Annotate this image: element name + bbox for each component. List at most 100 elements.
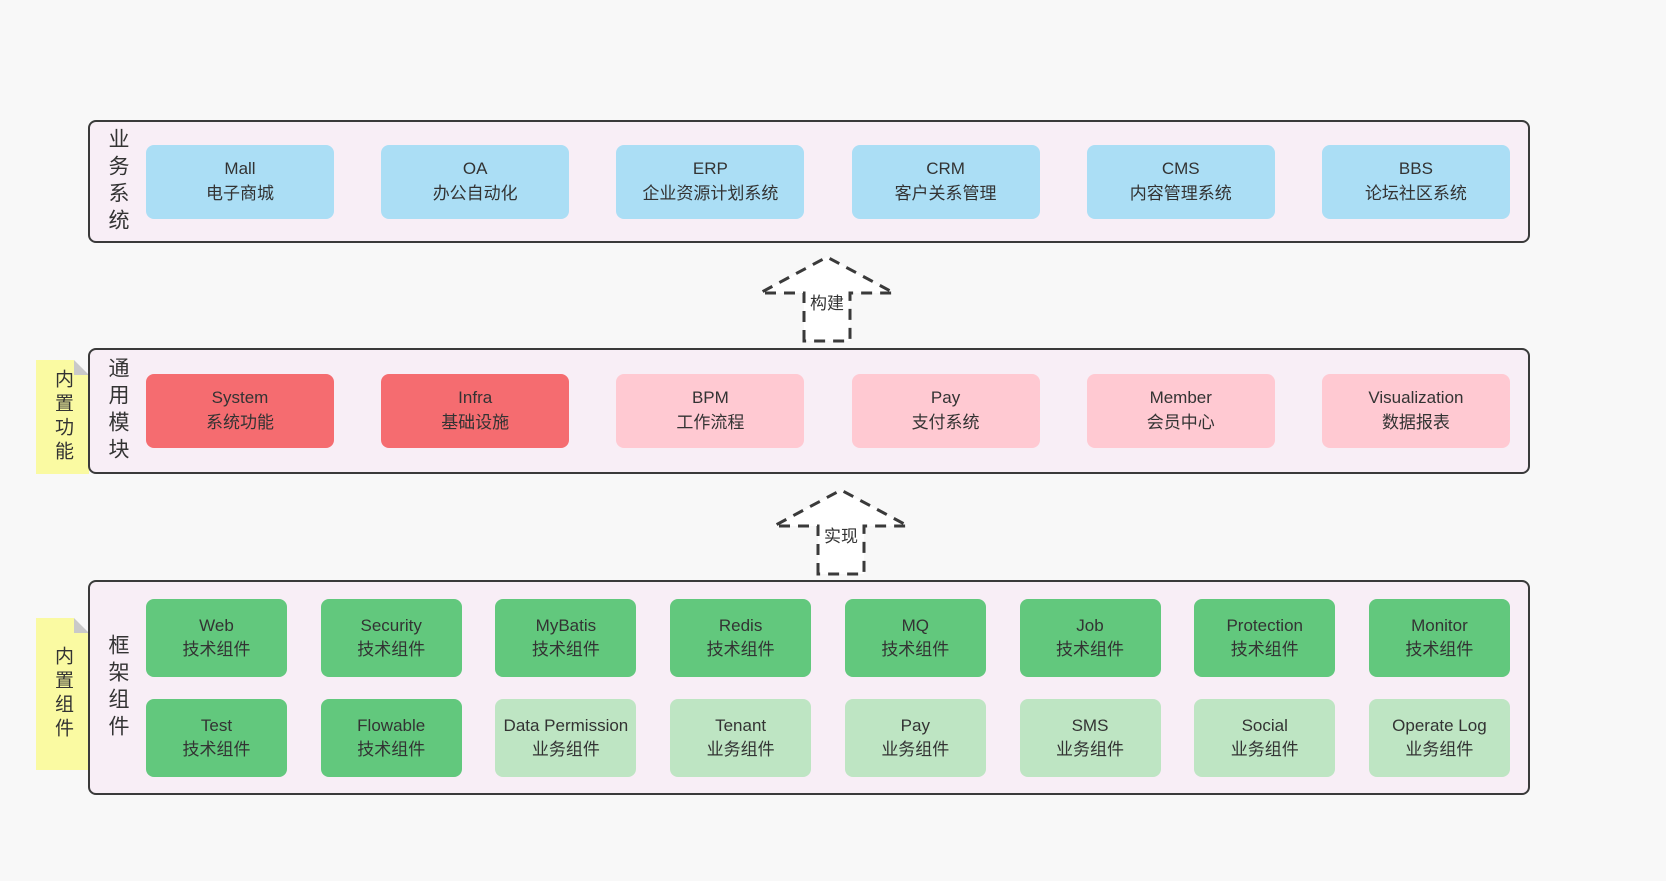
box-desc: 技术组件 [531, 639, 600, 659]
box-name: Member [1149, 388, 1212, 408]
panel-label-business-systems: 业务系统 [106, 127, 129, 236]
panel-business-systems: 业务系统 Mall 电子商城 OA 办公自动化 ERP 企业资源计划系统 CRM… [88, 120, 1530, 243]
box-name: CMS [1161, 158, 1200, 178]
box-name: Pay [930, 388, 961, 408]
arrow-implement: 实现 [766, 486, 916, 576]
components-row-1: Web 技术组件 Security 技术组件 MyBatis 技术组件 Redi… [146, 598, 1510, 677]
box-sms: SMS 业务组件 [1019, 698, 1161, 777]
box-desc: 论坛社区系统 [1364, 183, 1467, 203]
box-desc: 会员中心 [1146, 413, 1215, 432]
panel-common-modules: 通用模块 System 系统功能 Infra 基础设施 BPM 工作流程 Pay… [88, 348, 1530, 474]
box-name: Mall [224, 158, 256, 178]
box-name: Data Permission [503, 716, 629, 736]
box-oa: OA 办公自动化 [381, 144, 570, 219]
box-name: Pay [900, 716, 930, 736]
box-name: Web [199, 616, 234, 636]
business-box-strip: Mall 电子商城 OA 办公自动化 ERP 企业资源计划系统 CRM 客户关系… [144, 122, 1528, 241]
box-desc: 技术组件 [357, 639, 426, 659]
box-desc: 业务组件 [1056, 739, 1125, 759]
box-bbs: BBS 论坛社区系统 [1321, 144, 1510, 219]
box-name: SMS [1071, 716, 1109, 736]
box-member: Member 会员中心 [1086, 374, 1275, 448]
box-desc: 业务组件 [1230, 739, 1299, 759]
box-bpm: BPM 工作流程 [616, 374, 805, 448]
panel-label-common-modules: 通用模块 [106, 357, 129, 465]
box-name: Tenant [715, 716, 767, 736]
sticky-note-builtin-components: 内置组件 [36, 618, 89, 770]
box-name: System [211, 388, 269, 408]
box-protection: Protection 技术组件 [1194, 598, 1336, 677]
box-name: Visualization [1368, 388, 1464, 408]
box-pay-module: Pay 支付系统 [851, 374, 1040, 448]
box-mall: Mall 电子商城 [146, 144, 334, 219]
box-name: MyBatis [535, 616, 597, 636]
box-name: OA [462, 158, 488, 178]
box-desc: 技术组件 [357, 739, 426, 759]
box-desc: 技术组件 [182, 639, 251, 659]
arrow-build: 构建 [752, 253, 902, 343]
box-crm: CRM 客户关系管理 [851, 144, 1040, 219]
box-mq: MQ 技术组件 [844, 598, 986, 677]
box-erp: ERP 企业资源计划系统 [616, 144, 805, 219]
box-name: Flowable [357, 716, 426, 736]
box-test: Test 技术组件 [146, 698, 287, 777]
box-name: Protection [1226, 616, 1303, 636]
components-rows: Web 技术组件 Security 技术组件 MyBatis 技术组件 Redi… [144, 582, 1528, 793]
box-name: Infra [458, 388, 493, 408]
box-desc: 技术组件 [182, 739, 251, 759]
box-security: Security 技术组件 [320, 598, 462, 677]
box-job: Job 技术组件 [1019, 598, 1161, 677]
box-name: BBS [1398, 158, 1433, 178]
box-name: Security [360, 616, 422, 636]
box-pay-component: Pay 业务组件 [844, 698, 986, 777]
box-desc: 技术组件 [706, 639, 775, 659]
box-name: Test [200, 716, 233, 736]
box-cms: CMS 内容管理系统 [1086, 144, 1275, 219]
box-social: Social 业务组件 [1194, 698, 1336, 777]
box-web: Web 技术组件 [146, 598, 287, 677]
box-desc: 业务组件 [1405, 739, 1474, 759]
box-desc: 支付系统 [911, 413, 980, 432]
box-mybatis: MyBatis 技术组件 [495, 598, 637, 677]
box-name: Operate Log [1392, 716, 1487, 736]
box-desc: 业务组件 [881, 739, 950, 759]
box-desc: 客户关系管理 [894, 183, 997, 203]
modules-box-strip: System 系统功能 Infra 基础设施 BPM 工作流程 Pay 支付系统… [144, 350, 1528, 472]
panel-label-framework-components: 框架组件 [106, 633, 129, 742]
box-name: Social [1241, 716, 1288, 736]
box-desc: 企业资源计划系统 [642, 183, 779, 203]
box-flowable: Flowable 技术组件 [320, 698, 462, 777]
box-desc: 系统功能 [206, 413, 274, 432]
box-system: System 系统功能 [146, 374, 334, 448]
box-desc: 技术组件 [1230, 639, 1299, 659]
box-desc: 业务组件 [531, 739, 600, 759]
box-name: ERP [692, 158, 728, 178]
box-name: MQ [901, 616, 929, 636]
box-desc: 内容管理系统 [1129, 183, 1232, 203]
box-data-permission: Data Permission 业务组件 [495, 698, 637, 777]
panel-framework-components: 框架组件 Web 技术组件 Security 技术组件 MyBatis 技术组件… [88, 580, 1530, 795]
arrow-implement-label: 实现 [821, 522, 861, 547]
box-desc: 技术组件 [1405, 639, 1474, 659]
box-operate-log: Operate Log 业务组件 [1368, 698, 1510, 777]
box-desc: 工作流程 [676, 413, 745, 432]
box-name: CRM [926, 158, 965, 178]
box-desc: 数据报表 [1381, 413, 1450, 432]
box-tenant: Tenant 业务组件 [670, 698, 812, 777]
box-redis: Redis 技术组件 [670, 598, 812, 677]
box-desc: 技术组件 [1056, 639, 1125, 659]
box-name: Job [1076, 616, 1104, 636]
box-name: BPM [691, 388, 729, 408]
box-name: Redis [718, 616, 763, 636]
sticky-note-builtin-features: 内置功能 [36, 360, 89, 474]
box-monitor: Monitor 技术组件 [1368, 598, 1510, 677]
components-row-2: Test 技术组件 Flowable 技术组件 Data Permission … [146, 698, 1510, 777]
box-visualization: Visualization 数据报表 [1321, 374, 1510, 448]
box-name: Monitor [1411, 616, 1468, 636]
box-infra: Infra 基础设施 [381, 374, 570, 448]
box-desc: 办公自动化 [432, 183, 518, 203]
arrow-build-label: 构建 [807, 289, 847, 314]
box-desc: 技术组件 [881, 639, 950, 659]
box-desc: 业务组件 [706, 739, 775, 759]
